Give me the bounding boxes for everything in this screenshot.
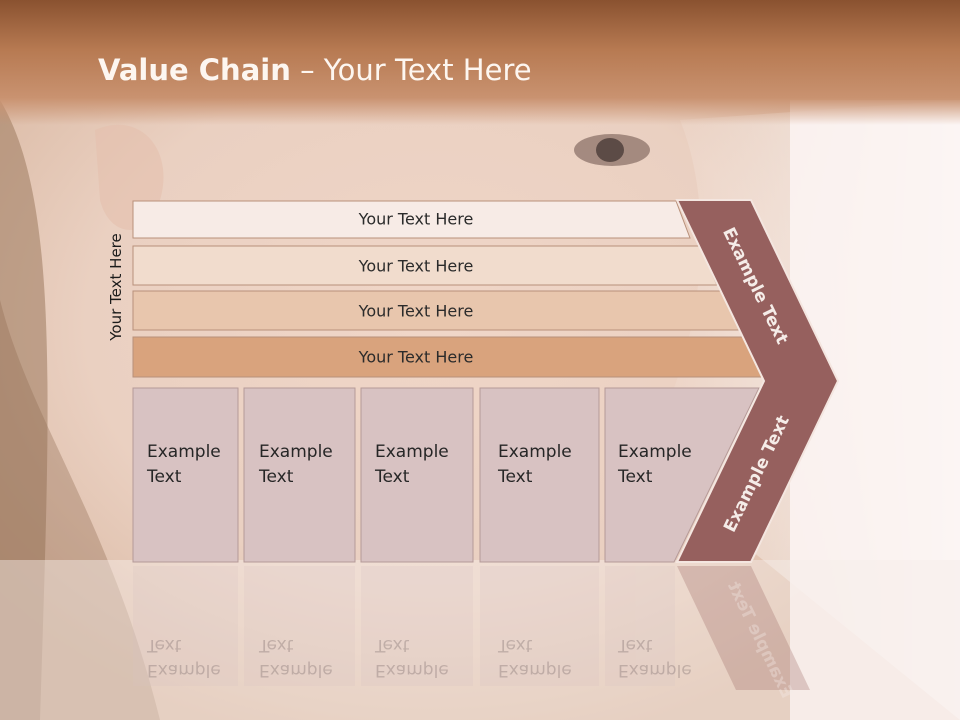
- box-label: Example Text: [498, 442, 572, 487]
- box-label-reflection: Example Text: [259, 635, 333, 680]
- box-label-reflection: Example Text: [618, 635, 692, 680]
- title-bar: [0, 0, 960, 125]
- activity-box: [243, 387, 356, 563]
- box-label: Example Text: [259, 442, 333, 487]
- chevron-reflection: [677, 566, 810, 690]
- row-label: Your Text Here: [358, 209, 474, 229]
- box-label-reflection: Example Text: [498, 635, 572, 680]
- value-chain-row: [132, 200, 691, 239]
- box-label-reflection: Example Text: [147, 635, 221, 680]
- margin-chevron: [675, 199, 840, 563]
- activity-box: [132, 387, 239, 563]
- activity-box: [479, 387, 600, 563]
- row-label: Your Text Here: [358, 256, 474, 276]
- box-label-reflection: Example Text: [375, 635, 449, 680]
- activity-box: [604, 387, 760, 563]
- title-bold: Value Chain: [98, 53, 291, 87]
- box-label: Example Text: [618, 442, 692, 487]
- boxes-reflection: [133, 566, 675, 686]
- activity-box: [360, 387, 474, 563]
- box-label: Example Text: [375, 442, 449, 487]
- box-label: Example Text: [147, 442, 221, 487]
- title-rest: – Your Text Here: [290, 53, 532, 87]
- slide-title: Value Chain – Your Text Here: [98, 53, 532, 87]
- row-label: Your Text Here: [358, 347, 474, 367]
- row-label: Your Text Here: [358, 301, 474, 321]
